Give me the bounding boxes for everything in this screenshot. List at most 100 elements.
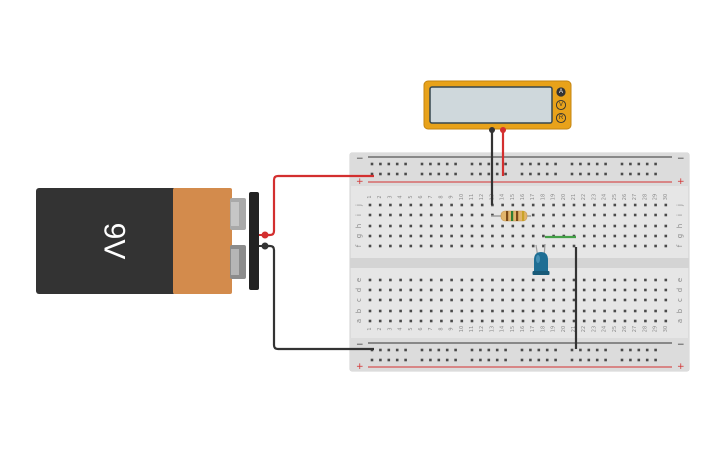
rail-hole[interactable]: [504, 172, 507, 176]
rail-hole[interactable]: [529, 162, 532, 166]
rail-hole[interactable]: [479, 348, 482, 352]
terminal-hole[interactable]: [593, 288, 596, 292]
terminal-hole[interactable]: [613, 203, 617, 207]
rail-hole[interactable]: [579, 348, 582, 352]
rail-hole[interactable]: [454, 172, 457, 176]
terminal-hole[interactable]: [613, 244, 617, 248]
terminal-hole[interactable]: [511, 224, 515, 228]
terminal-hole[interactable]: [409, 234, 413, 238]
rail-hole[interactable]: [537, 358, 541, 362]
rail-hole[interactable]: [395, 172, 399, 176]
terminal-hole[interactable]: [491, 224, 494, 228]
terminal-hole[interactable]: [623, 288, 627, 292]
terminal-hole[interactable]: [613, 213, 617, 217]
rail-hole[interactable]: [487, 358, 491, 362]
terminal-hole[interactable]: [623, 309, 627, 313]
terminal-hole[interactable]: [480, 298, 484, 302]
terminal-hole[interactable]: [654, 278, 657, 282]
terminal-hole[interactable]: [378, 213, 382, 217]
terminal-hole[interactable]: [480, 224, 484, 228]
terminal-hole[interactable]: [501, 224, 504, 228]
wires[interactable]: [266, 132, 578, 351]
rail-hole[interactable]: [620, 162, 624, 166]
terminal-hole[interactable]: [603, 288, 606, 292]
terminal-hole[interactable]: [409, 288, 413, 292]
terminal-hole[interactable]: [603, 234, 606, 238]
rail-hole[interactable]: [395, 162, 399, 166]
terminal-hole[interactable]: [460, 319, 464, 323]
terminal-hole[interactable]: [542, 309, 545, 313]
terminal-hole[interactable]: [593, 234, 596, 238]
terminal-hole[interactable]: [409, 319, 413, 323]
rail-hole[interactable]: [620, 172, 624, 176]
terminal-hole[interactable]: [450, 224, 453, 228]
terminal-hole[interactable]: [623, 244, 627, 248]
terminal-hole[interactable]: [460, 298, 464, 302]
terminal-hole[interactable]: [389, 224, 392, 228]
terminal-hole[interactable]: [460, 234, 464, 238]
terminal-hole[interactable]: [531, 213, 535, 217]
terminal-hole[interactable]: [613, 278, 617, 282]
terminal-hole[interactable]: [399, 234, 402, 238]
terminal-hole[interactable]: [450, 278, 453, 282]
terminal-hole[interactable]: [654, 203, 657, 207]
terminal-hole[interactable]: [378, 278, 382, 282]
terminal-hole[interactable]: [542, 278, 545, 282]
terminal-hole[interactable]: [623, 224, 627, 228]
terminal-hole[interactable]: [440, 278, 443, 282]
terminal-hole[interactable]: [644, 309, 647, 313]
terminal-hole[interactable]: [368, 234, 372, 238]
rail-hole[interactable]: [379, 172, 382, 176]
rail-hole[interactable]: [429, 172, 432, 176]
rail-hole[interactable]: [637, 162, 641, 166]
rail-hole[interactable]: [445, 162, 449, 166]
terminal-hole[interactable]: [613, 298, 617, 302]
terminal-hole[interactable]: [389, 213, 392, 217]
terminal-hole[interactable]: [582, 288, 586, 292]
rail-hole[interactable]: [379, 358, 382, 362]
black-probe-jack[interactable]: [489, 127, 495, 133]
rail-hole[interactable]: [587, 162, 591, 166]
rail-hole[interactable]: [579, 162, 582, 166]
rail-hole[interactable]: [504, 348, 507, 352]
terminal-hole[interactable]: [603, 298, 606, 302]
terminal-hole[interactable]: [562, 319, 566, 323]
terminal-hole[interactable]: [664, 224, 668, 228]
rail-hole[interactable]: [654, 162, 657, 166]
terminal-hole[interactable]: [664, 319, 668, 323]
terminal-hole[interactable]: [552, 288, 555, 292]
terminal-hole[interactable]: [491, 298, 494, 302]
rail-hole[interactable]: [537, 348, 541, 352]
led[interactable]: [532, 243, 550, 275]
terminal-hole[interactable]: [368, 278, 372, 282]
terminal-hole[interactable]: [491, 309, 494, 313]
terminal-hole[interactable]: [582, 234, 586, 238]
terminal-hole[interactable]: [378, 298, 382, 302]
terminal-hole[interactable]: [623, 234, 627, 238]
rail-hole[interactable]: [587, 348, 591, 352]
terminal-hole[interactable]: [593, 278, 596, 282]
terminal-hole[interactable]: [623, 298, 627, 302]
terminal-hole[interactable]: [552, 213, 555, 217]
terminal-hole[interactable]: [664, 298, 668, 302]
terminal-hole[interactable]: [470, 203, 474, 207]
terminal-hole[interactable]: [654, 234, 657, 238]
terminal-hole[interactable]: [521, 278, 525, 282]
terminal-hole[interactable]: [531, 288, 535, 292]
terminal-hole[interactable]: [450, 203, 453, 207]
terminal-hole[interactable]: [368, 203, 372, 207]
terminal-hole[interactable]: [399, 213, 402, 217]
terminal-hole[interactable]: [603, 213, 606, 217]
terminal-hole[interactable]: [480, 288, 484, 292]
terminal-hole[interactable]: [552, 278, 555, 282]
terminal-hole[interactable]: [480, 309, 484, 313]
terminal-hole[interactable]: [389, 278, 392, 282]
terminal-hole[interactable]: [644, 213, 647, 217]
rail-hole[interactable]: [429, 358, 432, 362]
rail-hole[interactable]: [420, 358, 424, 362]
terminal-hole[interactable]: [470, 224, 474, 228]
rail-hole[interactable]: [479, 358, 482, 362]
rail-hole[interactable]: [495, 348, 499, 352]
terminal-hole[interactable]: [572, 278, 576, 282]
terminal-hole[interactable]: [552, 319, 555, 323]
